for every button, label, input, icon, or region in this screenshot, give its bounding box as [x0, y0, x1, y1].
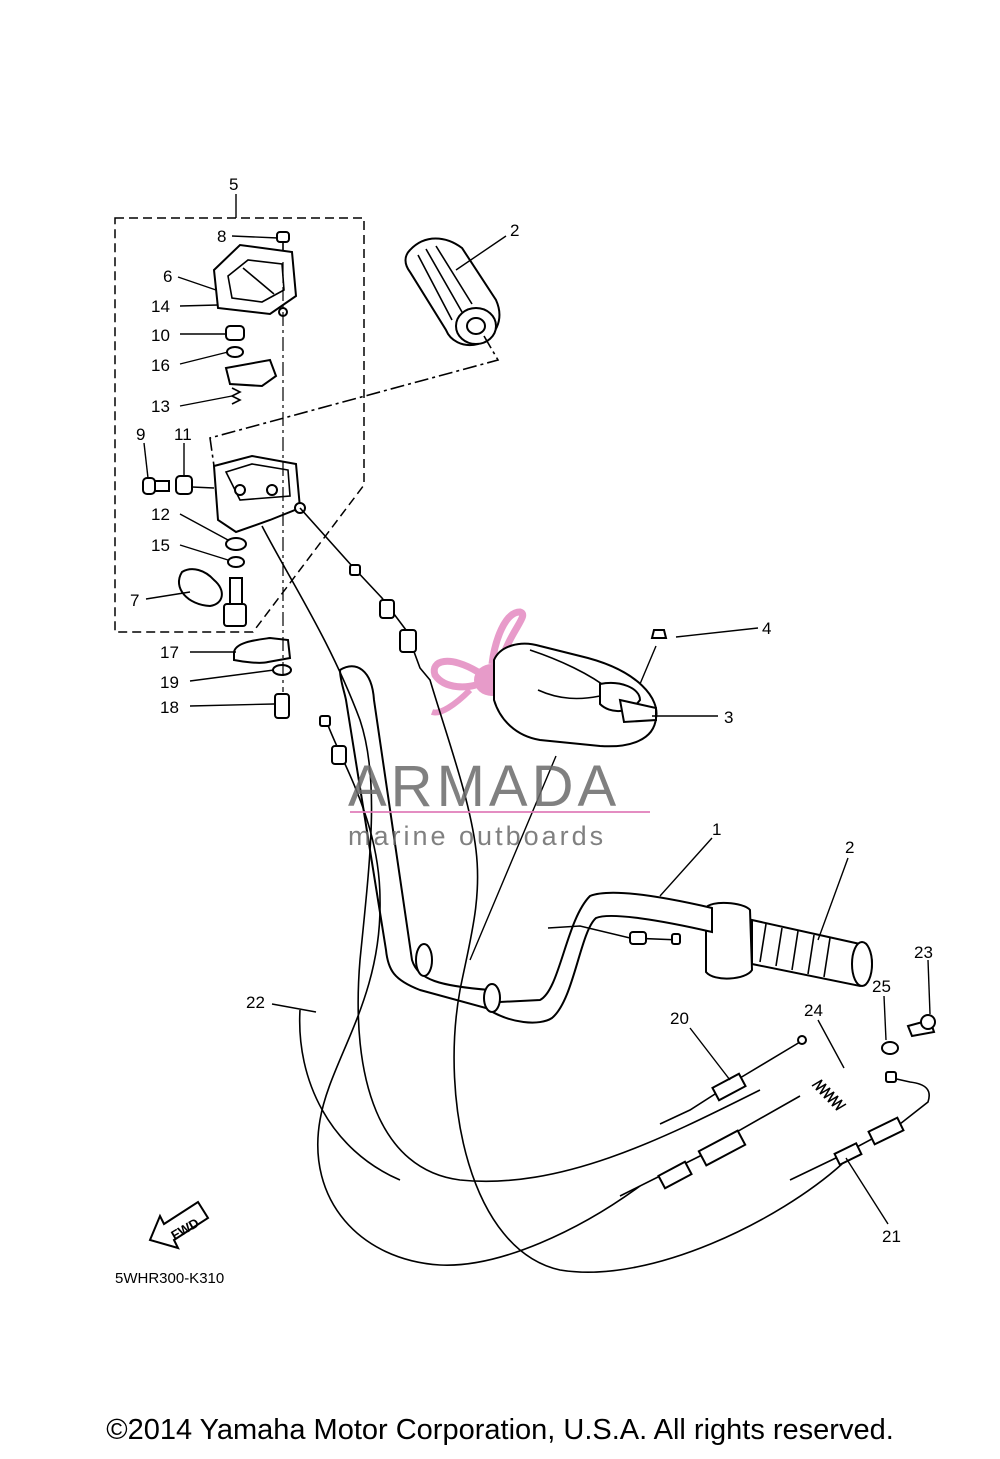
watermark-title: ARMADA	[348, 754, 620, 819]
callout-19: 19	[160, 673, 179, 692]
callout-7: 7	[130, 591, 139, 610]
diagram-code: 5WHR300-K310	[115, 1270, 224, 1287]
cable-parts	[619, 1014, 936, 1197]
callout-20: 20	[670, 1009, 689, 1028]
callout-16: 16	[151, 356, 170, 375]
grip-left	[404, 237, 501, 346]
grip-right	[705, 902, 873, 988]
callout-13: 13	[151, 397, 170, 416]
callout-6: 6	[163, 267, 172, 286]
callout-23: 23	[914, 943, 933, 962]
callout-14: 14	[151, 297, 170, 316]
copyright-notice: ©2014 Yamaha Motor Corporation, U.S.A. A…	[106, 1414, 894, 1446]
callout-5: 5	[229, 175, 238, 194]
watermark-subtitle: marine outboards	[348, 821, 606, 851]
callout-8: 8	[217, 227, 226, 246]
callout-25: 25	[872, 977, 891, 996]
cables	[261, 507, 843, 1273]
callout-18: 18	[160, 698, 179, 717]
callout-22: 22	[246, 993, 265, 1012]
assembly-box-5	[114, 217, 365, 633]
callout-2-right: 2	[845, 838, 854, 857]
callout-21: 21	[882, 1227, 901, 1246]
throttle-housing	[493, 629, 668, 748]
callout-2-top: 2	[510, 221, 519, 240]
callout-3: 3	[724, 708, 733, 727]
callout-12: 12	[151, 505, 170, 524]
callout-labels: 5 8 6 14 10 16 13 9 11 12 15 7 17 19 18 …	[130, 175, 933, 1246]
callout-15: 15	[151, 536, 170, 555]
handlebar	[338, 665, 713, 1024]
callout-1: 1	[712, 820, 721, 839]
watermark: ARMADA marine outboards	[348, 754, 650, 851]
callout-4: 4	[762, 619, 771, 638]
fwd-arrow: FWD	[148, 1200, 210, 1250]
callout-24: 24	[804, 1001, 823, 1020]
callout-17: 17	[160, 643, 179, 662]
callout-9: 9	[136, 425, 145, 444]
callout-10: 10	[151, 326, 170, 345]
switch-assembly	[142, 231, 306, 719]
callout-11: 11	[174, 425, 192, 444]
leader-lines	[143, 194, 931, 1225]
